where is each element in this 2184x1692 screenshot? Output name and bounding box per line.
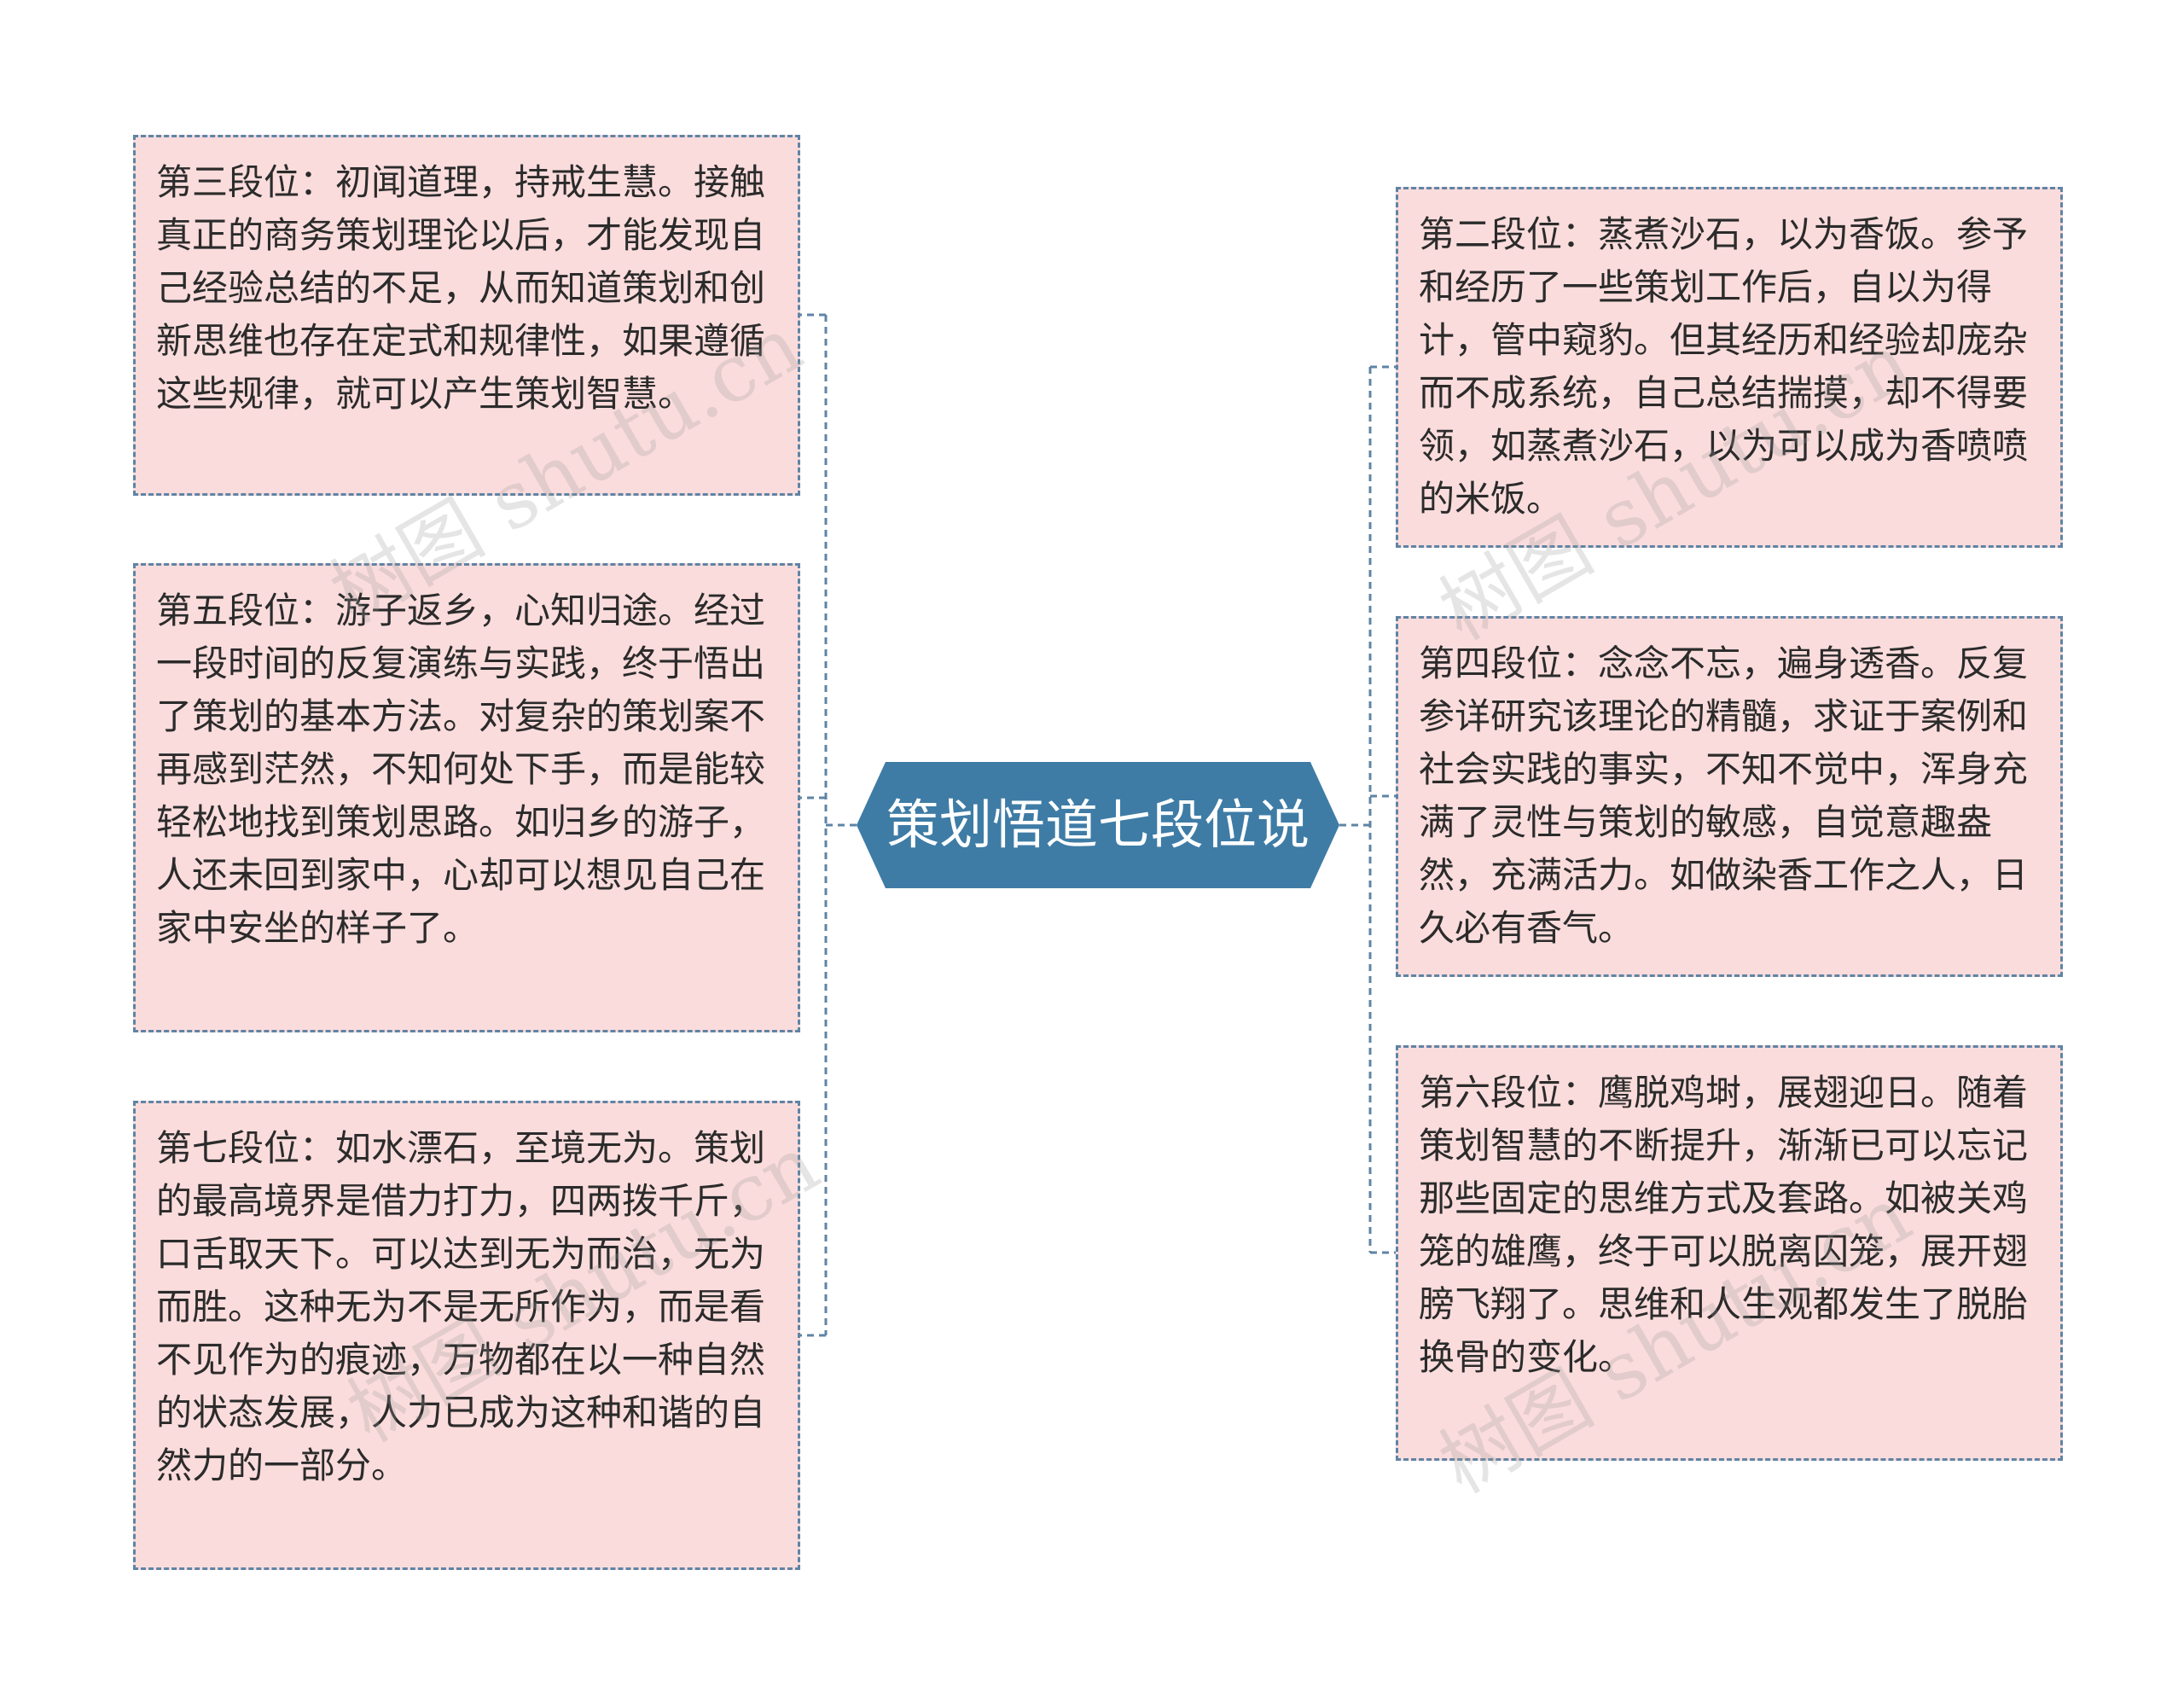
node-stage-5-text: 第五段位：游子返乡，心知归途。经过一段时间的反复演练与实践，终于悟出了策划的基本… (156, 590, 766, 949)
center-topic[interactable]: 策划悟道七段位说 (857, 762, 1339, 888)
node-stage-2[interactable]: 第二段位：蒸煮沙石，以为香饭。参予和经历了一些策划工作后，自以为得计，管中窥豹。… (1396, 187, 2063, 548)
node-stage-7[interactable]: 第七段位：如水漂石，至境无为。策划的最高境界是借力打力，四两拨千斤，口舌取天下。… (133, 1101, 800, 1570)
center-topic-shape (857, 762, 1339, 888)
node-stage-7-text: 第七段位：如水漂石，至境无为。策划的最高境界是借力打力，四两拨千斤，口舌取天下。… (156, 1127, 766, 1486)
node-stage-4-text: 第四段位：念念不忘，遍身透香。反复参详研究该理论的精髓，求证于案例和社会实践的事… (1419, 642, 2029, 949)
center-topic-label: 策划悟道七段位说 (886, 794, 1310, 856)
node-stage-4[interactable]: 第四段位：念念不忘，遍身透香。反复参详研究该理论的精髓，求证于案例和社会实践的事… (1396, 616, 2063, 977)
node-stage-6[interactable]: 第六段位：鹰脱鸡埘，展翅迎日。随着策划智慧的不断提升，渐渐已可以忘记那些固定的思… (1396, 1045, 2063, 1461)
node-stage-3-text: 第三段位：初闻道理，持戒生慧。接触真正的商务策划理论以后，才能发现自己经验总结的… (156, 161, 766, 415)
node-stage-2-text: 第二段位：蒸煮沙石，以为香饭。参予和经历了一些策划工作后，自以为得计，管中窥豹。… (1419, 213, 2029, 520)
node-stage-5[interactable]: 第五段位：游子返乡，心知归途。经过一段时间的反复演练与实践，终于悟出了策划的基本… (133, 563, 800, 1032)
node-stage-3[interactable]: 第三段位：初闻道理，持戒生慧。接触真正的商务策划理论以后，才能发现自己经验总结的… (133, 135, 800, 496)
node-stage-6-text: 第六段位：鹰脱鸡埘，展翅迎日。随着策划智慧的不断提升，渐渐已可以忘记那些固定的思… (1419, 1072, 2029, 1378)
